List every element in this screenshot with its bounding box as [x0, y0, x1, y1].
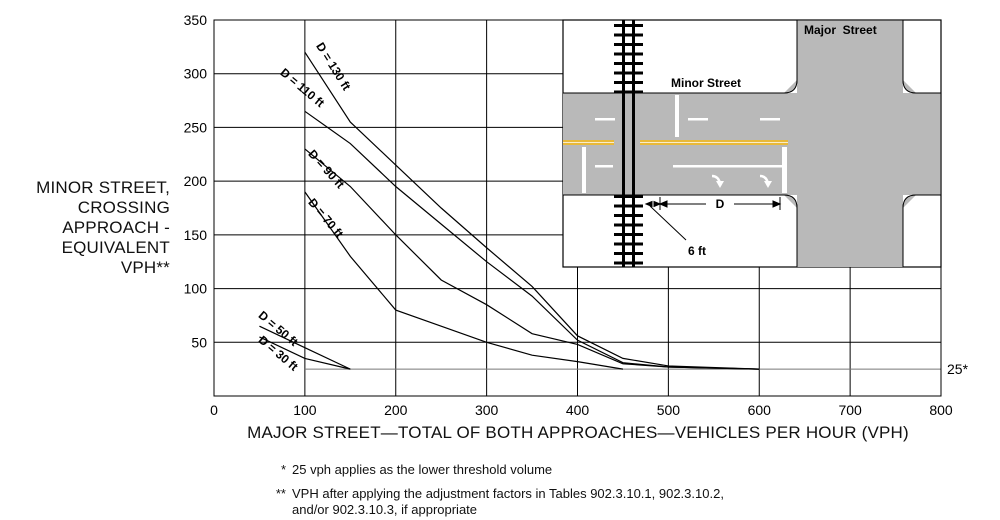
railroad-tie — [614, 252, 643, 255]
y-tick-label: 200 — [184, 173, 208, 189]
y-axis-label-line: MINOR STREET, — [36, 178, 170, 197]
footnote-text: 25 vph applies as the lower threshold vo… — [292, 462, 553, 477]
series-line — [259, 325, 351, 370]
x-tick-label: 600 — [748, 402, 772, 418]
y-axis-label-line: VPH** — [120, 258, 170, 277]
y-axis-label-line: APPROACH - — [62, 218, 170, 237]
series-label: D = 70 ft — [305, 196, 346, 241]
y-axis-label-line: EQUIVALENT — [61, 238, 170, 257]
railroad-tie — [614, 71, 643, 75]
series-label: D = 110 ft — [278, 65, 328, 110]
railroad-tie — [614, 223, 643, 227]
plot-frame — [213, 19, 942, 397]
footnote-text-cont: and/or 902.3.10.3, if appropriate — [292, 502, 478, 517]
y-tick-label: 50 — [191, 334, 207, 350]
y-tick-label: 300 — [184, 66, 208, 82]
railroad-tie — [614, 261, 643, 265]
distance-label: D — [716, 197, 725, 211]
x-axis-label: MAJOR STREET—TOTAL OF BOTH APPROACHES—VE… — [247, 423, 909, 442]
threshold-label: 25* — [947, 361, 969, 377]
footnote-mark: ** — [275, 486, 286, 501]
y-axis-label: MINOR STREET, CROSSING APPROACH - EQUIVA… — [0, 178, 170, 278]
x-tick-label: 800 — [929, 402, 953, 418]
footnote-2: ** VPH after applying the adjustment fac… — [276, 486, 724, 518]
x-tick-label: 200 — [384, 402, 408, 418]
railroad-tie — [614, 204, 643, 208]
y-tick-label: 250 — [184, 119, 208, 135]
railroad-tie — [614, 242, 643, 246]
offset-label: 6 ft — [688, 244, 706, 258]
major-street-road — [797, 20, 903, 267]
railroad-tie — [614, 62, 643, 65]
railroad-tie — [614, 24, 643, 27]
series-group — [259, 51, 760, 370]
series-line — [304, 148, 760, 370]
x-tick-label: 0 — [210, 402, 218, 418]
major-street-label: Major Street — [804, 23, 877, 37]
series-label: D = 90 ft — [305, 147, 347, 191]
series-label: D = 130 ft — [313, 40, 353, 93]
railroad-tie — [614, 90, 643, 94]
footnote-text: VPH after applying the adjustment factor… — [292, 486, 724, 501]
dimension-d — [644, 197, 782, 241]
footnote-1: * 25 vph applies as the lower threshold … — [281, 462, 553, 478]
railroad-tie — [614, 233, 643, 236]
x-tick-label: 700 — [838, 402, 862, 418]
x-tick-label: 300 — [475, 402, 499, 418]
railroad-tie — [614, 214, 643, 217]
series-line — [304, 51, 760, 370]
series-line — [259, 336, 351, 370]
minor-street-label: Minor Street — [671, 76, 741, 90]
axis-ticks: 0 100 200 300 400 500 600 700 800 50 100 150 200 250 3… — [184, 12, 953, 418]
x-tick-label: 100 — [293, 402, 317, 418]
series-line — [304, 191, 624, 370]
x-tick-label: 500 — [657, 402, 681, 418]
railroad-tie — [614, 33, 643, 37]
railroad-track-icon — [614, 20, 643, 267]
railroad-tie — [614, 81, 643, 84]
railroad-tie — [614, 43, 643, 46]
railroad-tie — [614, 195, 643, 198]
y-axis-label-line: CROSSING — [77, 198, 170, 217]
inset-diagram: D 6 ft Minor Street Major Street — [562, 19, 942, 268]
y-tick-label: 100 — [184, 281, 208, 297]
x-tick-label: 400 — [566, 402, 590, 418]
y-tick-label: 150 — [184, 227, 208, 243]
railroad-tie — [614, 52, 643, 56]
y-tick-label: 350 — [184, 12, 208, 28]
footnote-mark: * — [280, 462, 286, 477]
